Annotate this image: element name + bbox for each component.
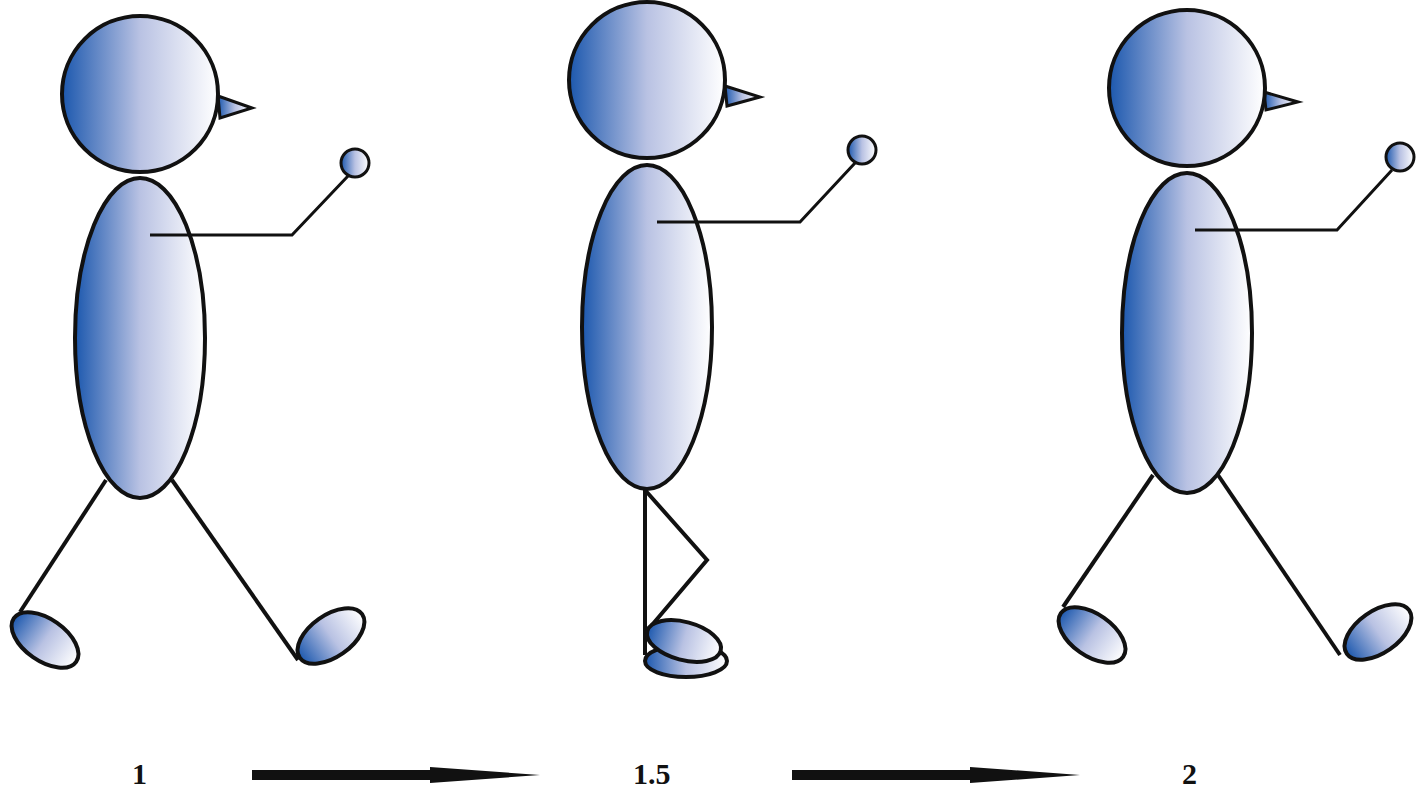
- step-number: 1.5: [633, 759, 671, 789]
- step-number: 1: [132, 759, 147, 789]
- progress-arrow: [792, 767, 1080, 783]
- step-number: 2: [1182, 759, 1197, 789]
- figure-two: [1049, 10, 1421, 674]
- figure-half-step: [569, 2, 876, 677]
- figure-one: [2, 16, 374, 679]
- progress-arrow: [252, 767, 540, 783]
